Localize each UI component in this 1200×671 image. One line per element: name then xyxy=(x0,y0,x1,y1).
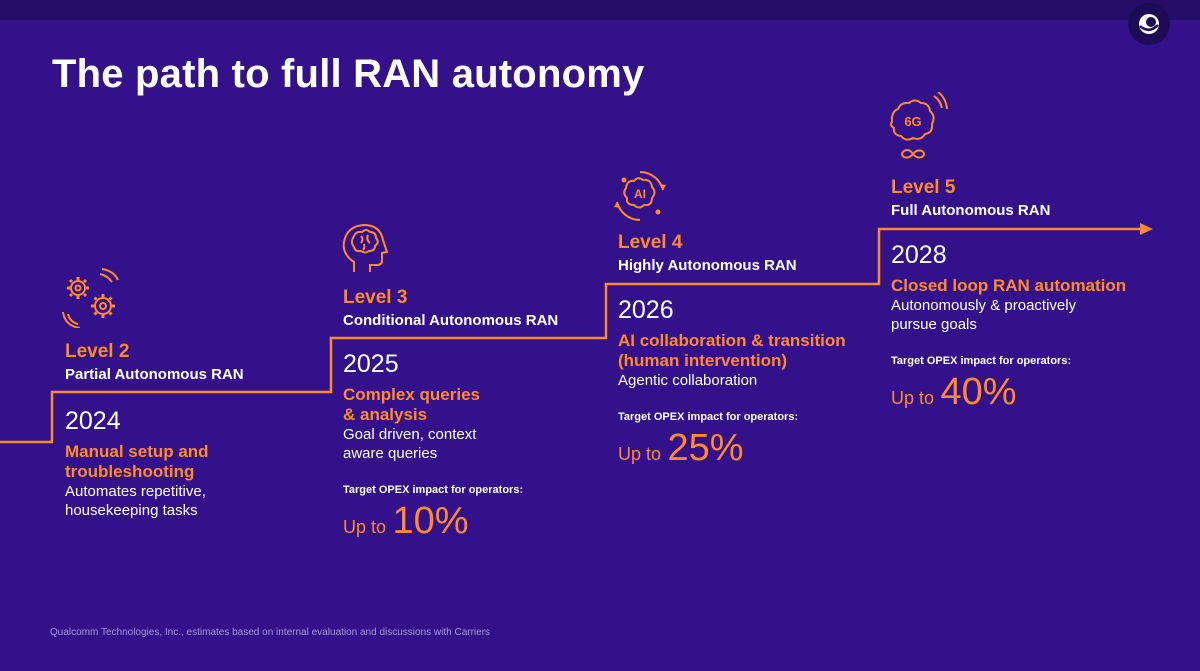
impact-value: 10% xyxy=(392,500,469,542)
target-label: Target OPEX impact for operators: xyxy=(891,355,1072,367)
6g-brain-infinity-icon: 6G xyxy=(889,92,948,159)
ai-brain-cycle-icon: AI xyxy=(614,171,666,221)
gears-signal-icon xyxy=(62,268,119,328)
year: 2024 xyxy=(65,407,121,435)
qualcomm-logo xyxy=(1128,3,1170,45)
opex-impact: Up to 10% xyxy=(343,501,523,549)
year: 2026 xyxy=(618,296,674,324)
target-label: Target OPEX impact for operators: xyxy=(618,411,799,423)
description-line-1: Autonomously & proactively xyxy=(891,297,1077,314)
heading-line-1: Manual setup and xyxy=(65,442,209,461)
heading-line-2: troubleshooting xyxy=(65,462,195,481)
heading-line-1: Complex queries xyxy=(343,385,480,404)
footnote: Qualcomm Technologies, Inc., estimates b… xyxy=(50,627,491,638)
page-title: The path to full RAN autonomy xyxy=(52,52,645,96)
level-name: Level 3 xyxy=(343,287,408,308)
svg-text:AI: AI xyxy=(634,187,646,201)
impact-prefix: Up to xyxy=(618,444,662,464)
description-line-1: Automates repetitive, xyxy=(65,483,206,500)
6g-icon-label: 6G xyxy=(904,114,921,129)
description-line-2: housekeeping tasks xyxy=(65,502,198,519)
opex-impact: Up to 40% xyxy=(891,372,1126,420)
level-subtitle: Full Autonomous RAN xyxy=(891,202,1051,219)
head-brain-icon xyxy=(342,223,388,272)
description-line-2: pursue goals xyxy=(891,316,977,333)
impact-prefix: Up to xyxy=(343,517,387,537)
year: 2028 xyxy=(891,241,947,269)
description-line-1: Goal driven, context xyxy=(343,426,477,443)
level-subtitle: Conditional Autonomous RAN xyxy=(343,312,559,329)
level-name: Level 2 xyxy=(65,341,130,362)
impact-value: 25% xyxy=(667,427,744,469)
level-5-details: 2028 Closed loop RAN automation Autonomo… xyxy=(891,241,1126,420)
level-name: Level 5 xyxy=(891,177,956,198)
impact-prefix: Up to xyxy=(891,388,935,408)
heading-line-2: (human intervention) xyxy=(618,351,788,370)
level-name: Level 4 xyxy=(618,232,683,253)
level-subtitle: Highly Autonomous RAN xyxy=(618,257,797,274)
level-4-details: 2026 AI collaboration & transition (huma… xyxy=(618,296,846,476)
impact-value: 40% xyxy=(940,371,1017,413)
top-bar xyxy=(0,0,1200,20)
level-5-header: Level 5 Full Autonomous RAN xyxy=(891,177,1050,221)
level-3-details: 2025 Complex queries & analysis Goal dri… xyxy=(343,350,523,549)
level-4-header: Level 4 Highly Autonomous RAN xyxy=(618,232,797,276)
path-arrowhead xyxy=(1140,223,1153,235)
level-subtitle: Partial Autonomous RAN xyxy=(65,366,244,383)
heading-line-2: & analysis xyxy=(343,405,428,424)
level-2-details: 2024 Manual setup and troubleshooting Au… xyxy=(65,407,209,520)
description-line-1: Agentic collaboration xyxy=(618,372,758,389)
opex-impact: Up to 25% xyxy=(618,428,846,476)
heading-line-1: Closed loop RAN automation xyxy=(891,276,1127,295)
level-3-header: Level 3 Conditional Autonomous RAN xyxy=(343,287,558,331)
year: 2025 xyxy=(343,350,399,378)
level-2-header: Level 2 Partial Autonomous RAN xyxy=(65,341,244,385)
target-label: Target OPEX impact for operators: xyxy=(343,484,524,496)
heading-line-1: AI collaboration & transition xyxy=(618,331,846,350)
qualcomm-snapdragon-logo-icon xyxy=(1139,14,1159,34)
description-line-2: aware queries xyxy=(343,445,438,462)
